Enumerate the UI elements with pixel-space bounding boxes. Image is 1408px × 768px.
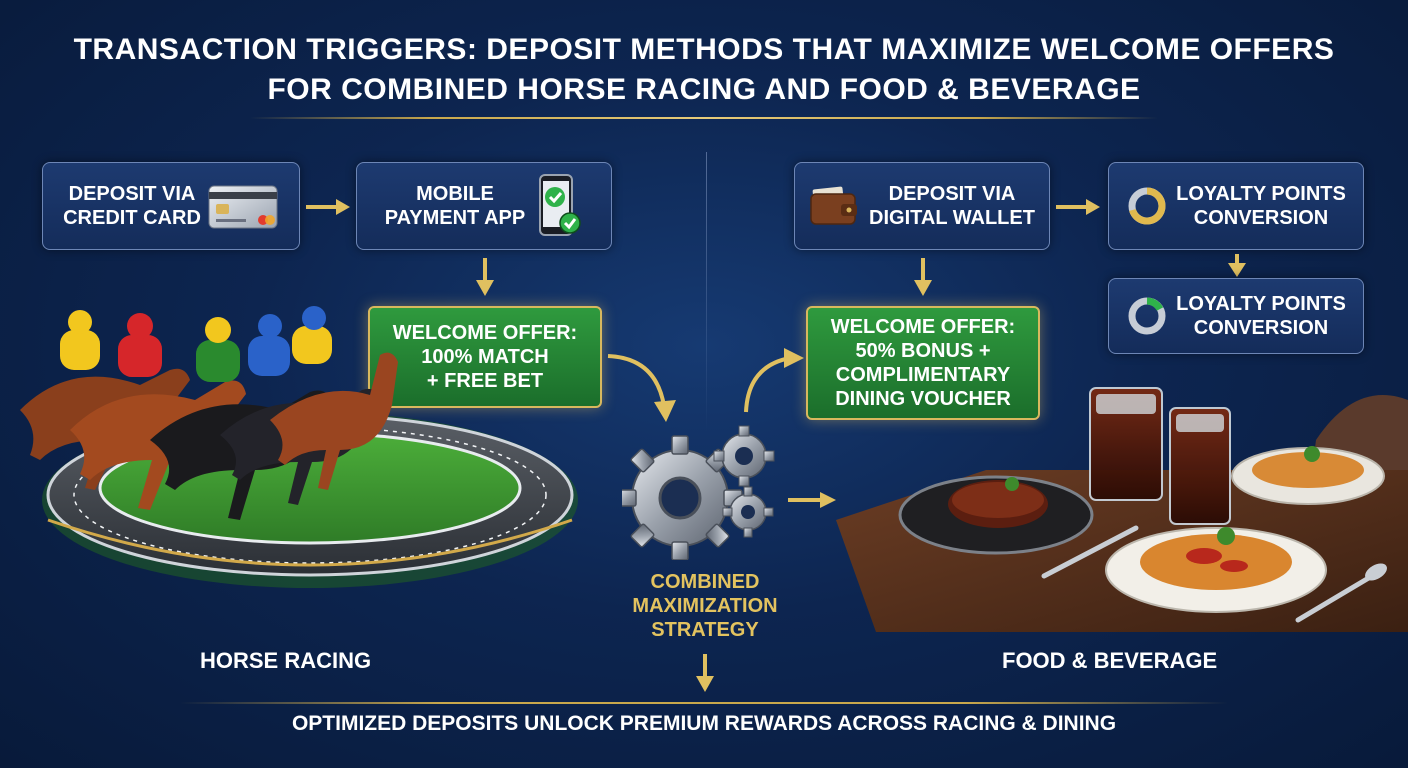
combined-strategy-label: COMBINED MAXIMIZATION STRATEGY xyxy=(590,570,820,642)
arrow-strategy-to-dining xyxy=(788,492,836,508)
pasta-plate xyxy=(1105,527,1327,613)
horse-5 xyxy=(270,306,398,490)
combined-line-1: COMBINED xyxy=(650,571,760,593)
racing-offer-line-3: + FREE BET xyxy=(426,370,544,392)
steak-plate xyxy=(898,475,1094,555)
spoon xyxy=(1295,573,1375,623)
title-line-2: FOR COMBINED HORSE RACING AND FOOD & BEV… xyxy=(267,73,1141,106)
mobile-check-icon xyxy=(539,174,581,236)
mobile-box-line-1: MOBILE xyxy=(416,183,494,205)
wallet-icon xyxy=(810,186,858,225)
mobile-box-line-2: PAYMENT APP xyxy=(384,207,526,229)
dining-offer-line-1: WELCOME OFFER: xyxy=(830,316,1016,338)
horse-racing-label: HORSE RACING xyxy=(200,648,372,673)
combined-line-2: MAXIMIZATION xyxy=(632,595,778,617)
wallet-box-line-1: DEPOSIT VIA xyxy=(888,183,1016,205)
welcome-offer-dining[interactable]: WELCOME OFFER: 50% BONUS + COMPLIMENTARY… xyxy=(806,306,1040,420)
credit-card-icon xyxy=(208,185,278,229)
cola-glass-1 xyxy=(1089,387,1163,501)
footer-tagline: OPTIMIZED DEPOSITS UNLOCK PREMIUM REWARD… xyxy=(291,712,1117,735)
pasta-bowl xyxy=(1231,446,1385,505)
loyalty-1-line-1: LOYALTY POINTS xyxy=(1176,183,1346,205)
dining-offer-line-4: DINING VOUCHER xyxy=(835,388,1011,410)
arrow-card-to-mobile xyxy=(306,199,350,215)
credit-card-box-line-2: CREDIT CARD xyxy=(63,207,201,229)
arrow-loyalty-1-to-2 xyxy=(1228,254,1246,277)
loyalty-ring-icon xyxy=(1128,187,1166,225)
loyalty-ring-icon xyxy=(1128,297,1166,335)
fork xyxy=(1041,525,1139,579)
loyalty-points-box-2[interactable]: LOYALTY POINTS CONVERSION xyxy=(1108,278,1364,354)
welcome-offer-racing[interactable]: WELCOME OFFER: 100% MATCH + FREE BET xyxy=(368,306,602,408)
title-line-1: TRANSACTION TRIGGERS: DEPOSIT METHODS TH… xyxy=(73,33,1335,66)
racing-offer-line-1: WELCOME OFFER: xyxy=(392,322,578,344)
loyalty-points-box-1[interactable]: LOYALTY POINTS CONVERSION xyxy=(1108,162,1364,250)
title-divider xyxy=(250,117,1158,119)
arrow-mobile-to-offer xyxy=(476,258,494,296)
arrow-wallet-to-loyalty xyxy=(1056,199,1100,215)
loyalty-1-line-2: CONVERSION xyxy=(1193,207,1329,229)
dining-offer-line-2: 50% BONUS + xyxy=(855,340,991,362)
dining-offer-line-3: COMPLIMENTARY xyxy=(835,364,1011,386)
food-beverage-label: FOOD & BEVERAGE xyxy=(1002,648,1218,673)
page-title: TRANSACTION TRIGGERS: DEPOSIT METHODS TH… xyxy=(0,30,1408,110)
dining-table-illustration xyxy=(836,387,1408,632)
mobile-payment-app-box[interactable]: MOBILE PAYMENT APP xyxy=(356,162,612,250)
loyalty-2-line-1: LOYALTY POINTS xyxy=(1176,293,1346,315)
arrow-strategy-to-footer xyxy=(696,654,714,692)
horse-racing-illustration xyxy=(20,306,578,588)
deposit-digital-wallet-box[interactable]: DEPOSIT VIA DIGITAL WALLET xyxy=(794,162,1050,250)
gears-icon xyxy=(622,425,775,560)
deposit-credit-card-box[interactable]: DEPOSIT VIA CREDIT CARD xyxy=(42,162,300,250)
footer-divider xyxy=(180,702,1228,704)
arrow-racing-offer-to-strategy xyxy=(607,354,676,422)
credit-card-box-line-1: DEPOSIT VIA xyxy=(68,183,196,205)
wallet-box-line-2: DIGITAL WALLET xyxy=(869,207,1035,229)
loyalty-2-line-2: CONVERSION xyxy=(1193,317,1329,339)
arrow-strategy-to-dining-offer xyxy=(744,348,804,413)
cola-glass-2 xyxy=(1169,407,1231,525)
arrow-wallet-to-offer xyxy=(914,258,932,296)
racing-offer-line-2: 100% MATCH xyxy=(421,346,549,368)
combined-line-3: STRATEGY xyxy=(651,619,759,641)
center-divider xyxy=(706,152,707,432)
